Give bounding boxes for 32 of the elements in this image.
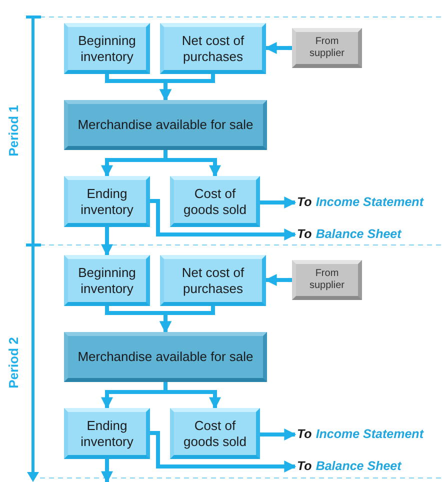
arrow (264, 274, 292, 286)
period-label: Period 1 (5, 105, 22, 157)
destination-label: To (297, 426, 312, 444)
arrow (264, 42, 292, 54)
destination-label: Income Statement (316, 194, 424, 212)
source-box: From supplier (292, 260, 362, 300)
process-box: Cost of goods sold (170, 408, 260, 459)
arrow (260, 196, 296, 208)
period-label: Period 2 (5, 337, 22, 389)
arrow (101, 459, 113, 482)
arrow (150, 431, 296, 472)
process-box: Merchandise available for sale (64, 100, 267, 150)
destination-label: Income Statement (316, 426, 424, 444)
destination-label: Balance Sheet (316, 226, 402, 244)
destination-label: To (297, 194, 312, 212)
arrow (101, 227, 113, 256)
destination-label: Balance Sheet (316, 458, 402, 476)
arrow (160, 74, 215, 102)
process-box: Beginning inventory (64, 255, 150, 306)
process-box: Ending inventory (64, 176, 150, 227)
process-box: Beginning inventory (64, 23, 150, 74)
process-box: Net cost of purchases (160, 255, 266, 306)
destination-label: To (297, 458, 312, 476)
process-box: Ending inventory (64, 408, 150, 459)
arrow (160, 306, 215, 334)
arrow (260, 428, 296, 440)
arrow (150, 199, 296, 240)
source-box: From supplier (292, 28, 362, 68)
destination-label: To (297, 226, 312, 244)
process-box: Net cost of purchases (160, 23, 266, 74)
process-box: Merchandise available for sale (64, 332, 267, 382)
process-box: Cost of goods sold (170, 176, 260, 227)
